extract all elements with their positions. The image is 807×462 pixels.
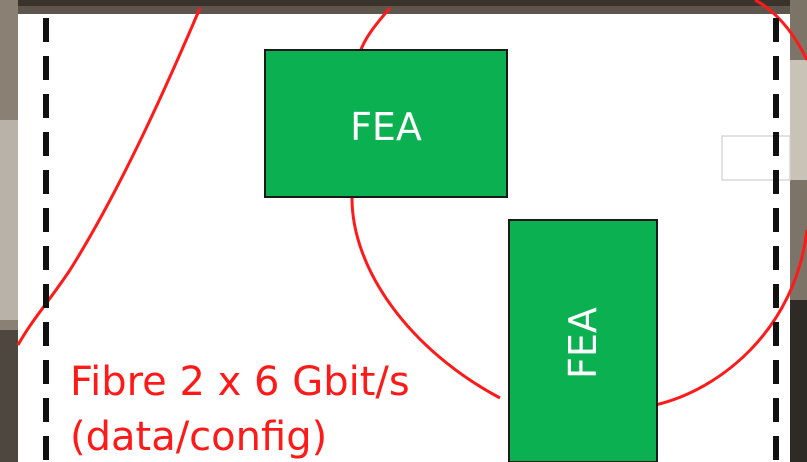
fea-label-vertical: FEA	[561, 307, 605, 379]
fea-box-horizontal: FEA	[264, 49, 508, 198]
fea-label-horizontal: FEA	[350, 105, 422, 149]
partial-box	[721, 135, 791, 181]
fibre-label-line1: Fibre 2 x 6 Gbit/s	[70, 359, 410, 405]
fibre-label-line2: (data/config)	[70, 414, 327, 460]
fibre-cable-left	[16, 7, 202, 346]
fibre-loop	[350, 0, 807, 407]
fea-box-vertical: FEA	[508, 219, 658, 462]
